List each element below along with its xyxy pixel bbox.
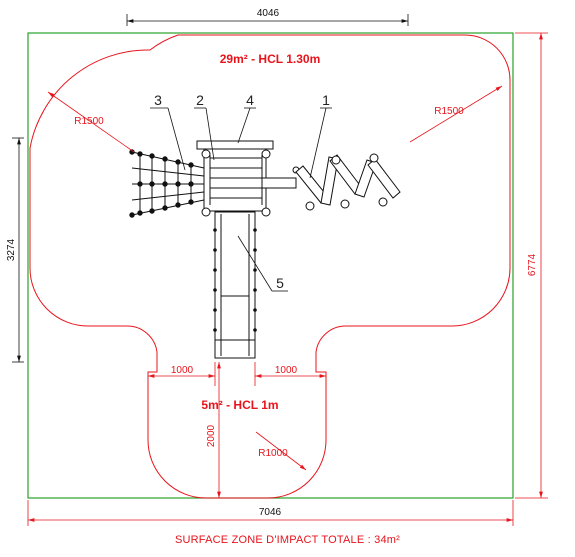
dimension-top-width-label: 4046 [257,8,280,19]
dimension-top-width [126,14,409,26]
radius-label-lower: R1000 [258,448,288,459]
total-impact-area-label: SURFACE ZONE D'IMPACT TOTALE : 34m² [174,534,401,546]
part-label-5: 5 [276,275,284,291]
radius-leaders [47,85,503,471]
part-label-2: 2 [196,92,204,108]
part-label-1: 1 [322,92,330,108]
dimension-left-height-label: 3274 [6,238,17,261]
dimension-total-width-label: 7046 [259,507,282,518]
zigzag-climber [295,153,401,211]
radius-label-right: R1500 [434,106,464,117]
radius-label-left: R1500 [74,116,104,127]
dimension-total-width [27,500,514,526]
dimension-lower-height-label: 2000 [206,424,217,447]
part-label-3: 3 [154,92,162,108]
dimension-offset-left [148,362,216,386]
slide [213,211,257,359]
part-label-leaders [150,107,332,292]
part-label-4: 4 [246,92,254,108]
dimension-total-height-label: 6774 [527,253,538,276]
dimension-left-height [12,137,24,363]
zone-label-upper: 29m² - HCL 1.30m [220,52,320,66]
tower-platform [196,140,300,217]
net-climber [129,149,205,218]
zone-label-lower: 5m² - HCL 1m [201,398,278,412]
impact-zone-outline [29,34,511,499]
dimension-total-height [515,32,548,499]
boundary-rectangle [27,32,514,499]
dimension-offset-right [254,362,326,386]
dimension-offset-right-label: 1000 [275,365,298,376]
dimension-offset-left-label: 1000 [171,365,194,376]
